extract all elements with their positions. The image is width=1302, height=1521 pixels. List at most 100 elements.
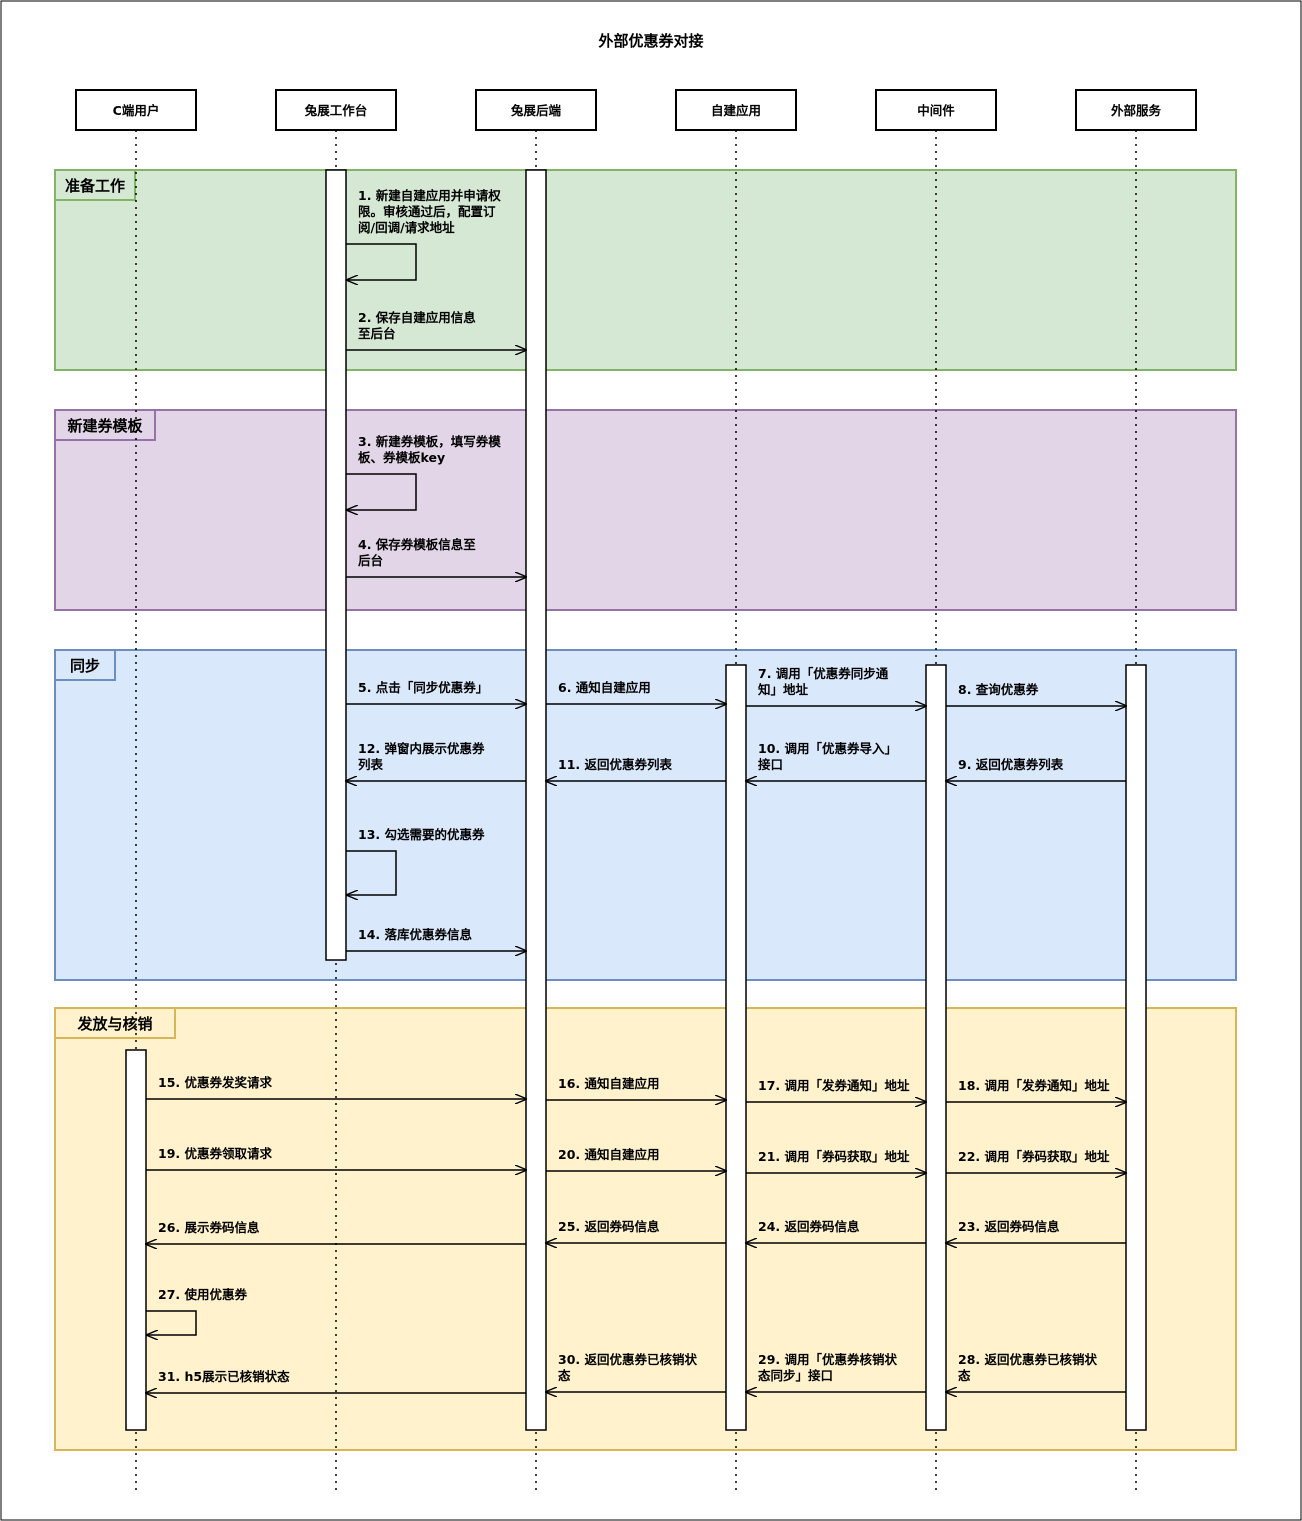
activation-backend xyxy=(525,169,547,1431)
message-label: 后台 xyxy=(358,553,383,568)
message-label: 15. 优惠券发奖请求 xyxy=(158,1075,272,1090)
message-9: 9. 返回优惠券列表 xyxy=(946,757,1126,781)
message-label: 28. 返回优惠券已核销状 xyxy=(958,1352,1097,1367)
phase-label: 同步 xyxy=(70,657,100,675)
participant-app: 自建应用 xyxy=(675,89,797,131)
message-label: 29. 调用「优惠券核销状 xyxy=(758,1352,897,1367)
message-label: 10. 调用「优惠券导入」 xyxy=(758,741,897,756)
message-6: 6. 通知自建应用 xyxy=(546,680,726,704)
message-23: 23. 返回券码信息 xyxy=(946,1219,1126,1243)
participant-user: C端用户 xyxy=(75,89,197,131)
phase-prep: 准备工作 xyxy=(54,169,1237,371)
message-22: 22. 调用「券码获取」地址 xyxy=(946,1149,1126,1173)
message-label: 25. 返回券码信息 xyxy=(558,1219,660,1234)
diagram-title: 外部优惠券对接 xyxy=(597,32,703,50)
message-label: 19. 优惠券领取请求 xyxy=(158,1146,272,1161)
participant-middleware: 中间件 xyxy=(875,89,997,131)
message-18: 18. 调用「发券通知」地址 xyxy=(946,1078,1126,1102)
message-label: 23. 返回券码信息 xyxy=(958,1219,1060,1234)
message-label: 列表 xyxy=(358,757,384,772)
self-message-arrow xyxy=(346,850,397,895)
message-17: 17. 调用「发券通知」地址 xyxy=(746,1078,926,1102)
message-8: 8. 查询优惠券 xyxy=(946,682,1126,706)
message-5: 5. 点击「同步优惠券」 xyxy=(346,680,526,704)
message-label: 9. 返回优惠券列表 xyxy=(958,757,1064,772)
activation-middleware xyxy=(925,664,947,1431)
message-label: 限。审核通过后，配置订 xyxy=(358,204,496,219)
message-label: 板、券模板key xyxy=(358,450,445,465)
message-label: 3. 新建券模板，填写券模 xyxy=(358,434,501,449)
self-message-arrow xyxy=(146,1310,197,1335)
message-label: 30. 返回优惠券已核销状 xyxy=(558,1352,697,1367)
participant-label: 兔展工作台 xyxy=(304,103,368,118)
participant-external: 外部服务 xyxy=(1075,89,1197,131)
message-label: 7. 调用「优惠券同步通 xyxy=(758,666,889,681)
message-label: 13. 勾选需要的优惠券 xyxy=(358,827,485,842)
message-label: 14. 落库优惠券信息 xyxy=(358,927,472,942)
activation-external xyxy=(1125,664,1147,1431)
participant-backend: 兔展后端 xyxy=(475,89,597,131)
participant-label: C端用户 xyxy=(113,103,160,118)
phase-template: 新建券模板 xyxy=(54,409,1237,611)
message-label: 31. h5展示已核销状态 xyxy=(158,1369,290,1384)
phase-sync: 同步 xyxy=(54,649,1237,981)
message-label: 4. 保存券模板信息至 xyxy=(358,537,476,552)
participant-label: 兔展后端 xyxy=(510,103,562,118)
message-label: 21. 调用「券码获取」地址 xyxy=(758,1149,910,1164)
message-label: 18. 调用「发券通知」地址 xyxy=(958,1078,1110,1093)
message-label: 接口 xyxy=(758,757,783,772)
message-label: 态 xyxy=(558,1368,571,1383)
message-label: 24. 返回券码信息 xyxy=(758,1219,860,1234)
message-31: 31. h5展示已核销状态 xyxy=(146,1369,526,1393)
message-label: 1. 新建自建应用并申请权 xyxy=(358,188,501,203)
phase-label: 新建券模板 xyxy=(67,417,143,435)
message-label: 12. 弹窗内展示优惠券 xyxy=(358,741,485,756)
activation-user xyxy=(125,1049,147,1431)
participant-label: 中间件 xyxy=(917,103,955,118)
message-16: 16. 通知自建应用 xyxy=(546,1076,726,1100)
message-24: 24. 返回券码信息 xyxy=(746,1219,926,1243)
participant-workbench: 兔展工作台 xyxy=(275,89,397,131)
message-label: 5. 点击「同步优惠券」 xyxy=(358,680,488,695)
phase-label: 发放与核销 xyxy=(76,1015,152,1033)
activation-workbench xyxy=(325,169,347,961)
message-label: 8. 查询优惠券 xyxy=(958,682,1039,697)
message-27: 27. 使用优惠券 xyxy=(146,1287,247,1335)
message-label: 态 xyxy=(958,1368,971,1383)
message-label: 阅/回调/请求地址 xyxy=(358,220,455,235)
message-label: 2. 保存自建应用信息 xyxy=(358,310,476,325)
message-label: 16. 通知自建应用 xyxy=(558,1076,660,1091)
activation-app xyxy=(725,664,747,1431)
message-20: 20. 通知自建应用 xyxy=(546,1147,726,1171)
participant-label: 自建应用 xyxy=(711,103,761,118)
self-message-arrow xyxy=(346,473,417,510)
message-14: 14. 落库优惠券信息 xyxy=(346,927,526,951)
message-21: 21. 调用「券码获取」地址 xyxy=(746,1149,926,1173)
message-label: 17. 调用「发券通知」地址 xyxy=(758,1078,910,1093)
message-26: 26. 展示券码信息 xyxy=(146,1220,526,1244)
message-19: 19. 优惠券领取请求 xyxy=(146,1146,526,1170)
message-label: 知」地址 xyxy=(757,682,809,697)
message-label: 22. 调用「券码获取」地址 xyxy=(958,1149,1110,1164)
phase-issue: 发放与核销 xyxy=(54,1007,1237,1451)
message-25: 25. 返回券码信息 xyxy=(546,1219,726,1243)
message-13: 13. 勾选需要的优惠券 xyxy=(346,827,485,895)
message-11: 11. 返回优惠券列表 xyxy=(546,757,726,781)
message-label: 6. 通知自建应用 xyxy=(558,680,651,695)
participant-label: 外部服务 xyxy=(1110,103,1162,118)
message-label: 26. 展示券码信息 xyxy=(158,1220,260,1235)
message-label: 态同步」接口 xyxy=(758,1368,833,1383)
message-label: 11. 返回优惠券列表 xyxy=(558,757,672,772)
message-10: 10. 调用「优惠券导入」接口 xyxy=(746,741,926,781)
message-label: 27. 使用优惠券 xyxy=(158,1287,247,1302)
